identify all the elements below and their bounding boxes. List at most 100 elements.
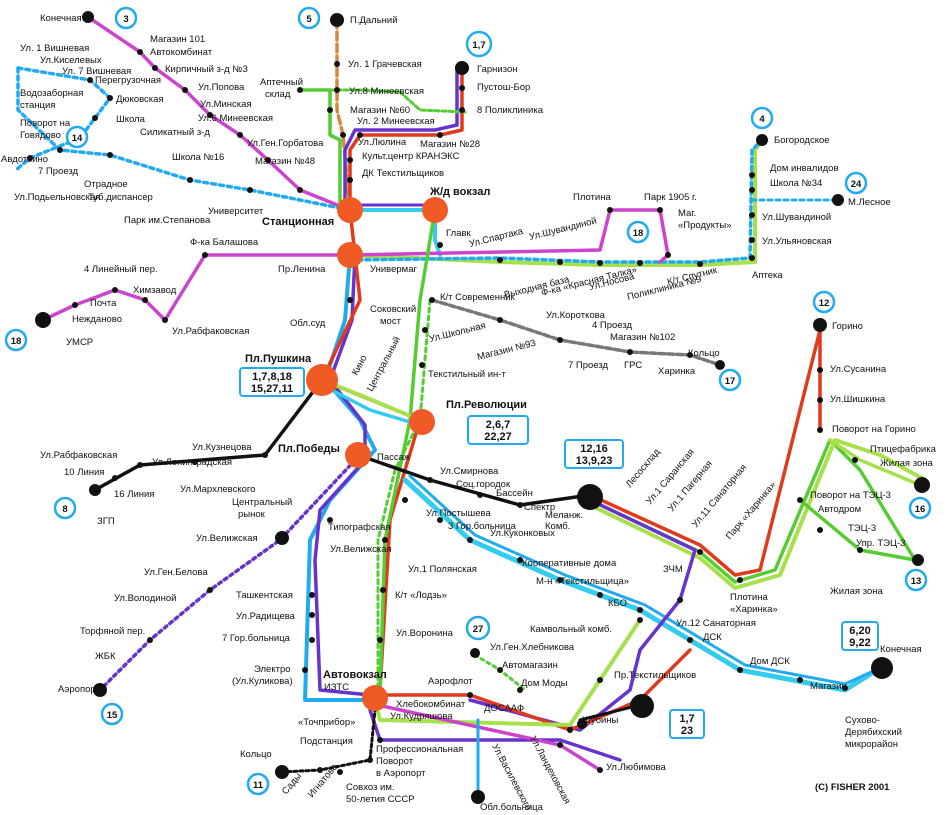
- svg-text:ТЭЦ-3: ТЭЦ-3: [848, 523, 876, 534]
- svg-text:27: 27: [473, 624, 484, 635]
- svg-text:М-н «Текстильщица»: М-н «Текстильщица»: [536, 576, 629, 587]
- svg-text:Ул.Кузнецова: Ул.Кузнецова: [192, 442, 252, 453]
- svg-text:«Харинка»: «Харинка»: [730, 604, 778, 615]
- route-pushkina-blue-line: [320, 383, 422, 427]
- svg-text:Ул.Мархлевского: Ул.Мархлевского: [180, 484, 255, 495]
- svg-text:ДСК: ДСК: [703, 632, 722, 643]
- terminal-konechnaya-se: [871, 657, 893, 679]
- terminal-m-lesnoe: [832, 194, 844, 206]
- svg-text:Школа №16: Школа №16: [172, 152, 224, 163]
- svg-text:Ул.Шувандиной: Ул.Шувандиной: [762, 212, 831, 223]
- svg-text:Водозаборная: Водозаборная: [20, 88, 83, 99]
- svg-text:Парк 1905 г.: Парк 1905 г.: [644, 192, 697, 203]
- terminal-konechnaya-nw: [82, 11, 94, 23]
- hubs: [306, 197, 448, 711]
- svg-text:12,16: 12,16: [580, 443, 608, 455]
- svg-text:Ф-ка Балашова: Ф-ка Балашова: [190, 237, 259, 248]
- svg-text:Дом инвалидов: Дом инвалидов: [770, 163, 839, 174]
- svg-text:Химзавод: Химзавод: [133, 285, 177, 296]
- svg-text:Аптека: Аптека: [752, 270, 783, 281]
- route-box-lesosklad: 12,16 13,9,23: [564, 439, 624, 469]
- svg-text:Центральный: Центральный: [232, 497, 292, 508]
- route-box-revolyutsii: 2,6,7 22,27: [467, 415, 529, 445]
- terminal-labels: Конечная П.Дальний Гарнизон Богородское …: [40, 13, 933, 813]
- route-south-purple-line: [368, 708, 622, 762]
- badge-16: 16: [908, 496, 932, 520]
- svg-text:6,20: 6,20: [849, 625, 870, 637]
- svg-text:3 Гор.больница: 3 Гор.больница: [448, 521, 517, 532]
- badges: 3 5 1,7 14 4 24 18 18 17 12 16 13 8 15 2…: [4, 6, 932, 796]
- svg-text:Ул.Минская: Ул.Минская: [200, 99, 252, 110]
- svg-text:Аэропорт: Аэропорт: [58, 684, 100, 695]
- badge-18-east: 18: [626, 220, 650, 244]
- svg-text:Ул. 7 Вишневая: Ул. 7 Вишневая: [62, 66, 131, 77]
- svg-text:Автокомбинат: Автокомбинат: [150, 47, 213, 58]
- route-central-green-dotted-line: [376, 298, 432, 692]
- svg-text:Магазин №102: Магазин №102: [610, 332, 675, 343]
- svg-text:7 Проезд: 7 Проезд: [568, 360, 609, 371]
- hub-pl-revolyutsii: [409, 409, 435, 435]
- terminal-zhilaya-16: [914, 477, 930, 493]
- svg-text:Ул.Куконковых: Ул.Куконковых: [490, 528, 555, 539]
- svg-text:Плотина: Плотина: [573, 192, 611, 203]
- svg-text:Авдотьино: Авдотьино: [1, 154, 48, 165]
- svg-text:7 Проезд: 7 Проезд: [38, 166, 79, 177]
- svg-text:Поворот: Поворот: [376, 756, 414, 767]
- svg-text:1,7: 1,7: [679, 713, 694, 725]
- svg-text:2,6,7: 2,6,7: [486, 419, 510, 431]
- svg-text:Совхоз им.: Совхоз им.: [346, 782, 394, 793]
- hub-labels: Станционная Ж/д вокзал Пл.Пушкина Пл.Рев…: [245, 186, 527, 681]
- svg-text:9,22: 9,22: [849, 637, 870, 649]
- hub-label-pl-revolyutsii: Пл.Революции: [446, 399, 527, 411]
- badge-12: 12: [812, 290, 836, 314]
- svg-text:Харинка: Харинка: [658, 366, 696, 377]
- svg-text:Конечная: Конечная: [40, 13, 82, 24]
- svg-text:Ул.Ген.Горбатова: Ул.Ген.Горбатова: [247, 138, 324, 149]
- svg-text:4 Проезд: 4 Проезд: [592, 320, 633, 331]
- svg-text:Обл.больница: Обл.больница: [480, 802, 544, 813]
- terminal-zhilaya-13: [912, 554, 924, 566]
- svg-text:ЗЧМ: ЗЧМ: [663, 564, 683, 575]
- svg-text:Ул.Короткова: Ул.Короткова: [546, 310, 606, 321]
- svg-text:Туб.диспансер: Туб.диспансер: [88, 192, 153, 203]
- svg-text:Соковский: Соковский: [370, 304, 416, 315]
- svg-text:микрорайон: микрорайон: [845, 739, 898, 750]
- svg-text:Ул.6 Минеевская: Ул.6 Минеевская: [198, 113, 273, 124]
- terminal-27: [470, 648, 480, 658]
- terminal-koltso-south: [471, 790, 485, 804]
- svg-text:УМСР: УМСР: [66, 337, 93, 348]
- route-18-line: [41, 208, 670, 322]
- svg-text:Ул. 2 Минеевская: Ул. 2 Минеевская: [357, 116, 435, 127]
- svg-text:Школа №34: Школа №34: [770, 178, 822, 189]
- badge-8: 8: [53, 496, 77, 520]
- badge-17: 17: [718, 368, 742, 392]
- svg-text:Кино: Кино: [350, 353, 370, 377]
- hub-label-avtovokzal: Автовокзал: [323, 669, 387, 681]
- svg-text:17: 17: [725, 376, 736, 387]
- svg-text:4 Линейный пер.: 4 Линейный пер.: [84, 264, 158, 275]
- svg-text:Университет: Университет: [208, 206, 264, 217]
- svg-text:3: 3: [123, 14, 128, 25]
- svg-text:15,27,11: 15,27,11: [251, 383, 293, 395]
- svg-text:15: 15: [107, 710, 118, 721]
- svg-text:ЖБК: ЖБК: [95, 651, 116, 662]
- svg-text:Нежданово: Нежданово: [72, 314, 122, 325]
- svg-text:ДК Текстильщиков: ДК Текстильщиков: [362, 168, 444, 179]
- badge-13: 13: [904, 568, 928, 592]
- badge-24: 24: [844, 171, 868, 195]
- svg-text:КБО: КБО: [608, 598, 627, 609]
- copyright: (C) FISHER 2001: [815, 782, 890, 793]
- svg-text:Ул.Ульяновская: Ул.Ульяновская: [762, 236, 832, 247]
- svg-text:Дерябихский: Дерябихский: [845, 727, 902, 738]
- svg-text:Игнатово: Игнатово: [306, 762, 340, 800]
- hub-avtovokzal: [362, 685, 388, 711]
- svg-text:Ул.Шишкина: Ул.Шишкина: [830, 394, 886, 405]
- svg-text:К/т «Лодзь»: К/т «Лодзь»: [395, 590, 447, 601]
- svg-text:Пр.Текстильщиков: Пр.Текстильщиков: [614, 670, 696, 681]
- svg-text:4: 4: [759, 114, 765, 125]
- svg-text:Пассаж: Пассаж: [377, 452, 411, 463]
- badge-15: 15: [100, 702, 124, 726]
- svg-text:18: 18: [11, 336, 22, 347]
- svg-text:Плотина: Плотина: [730, 592, 768, 603]
- badge-5: 5: [297, 6, 321, 30]
